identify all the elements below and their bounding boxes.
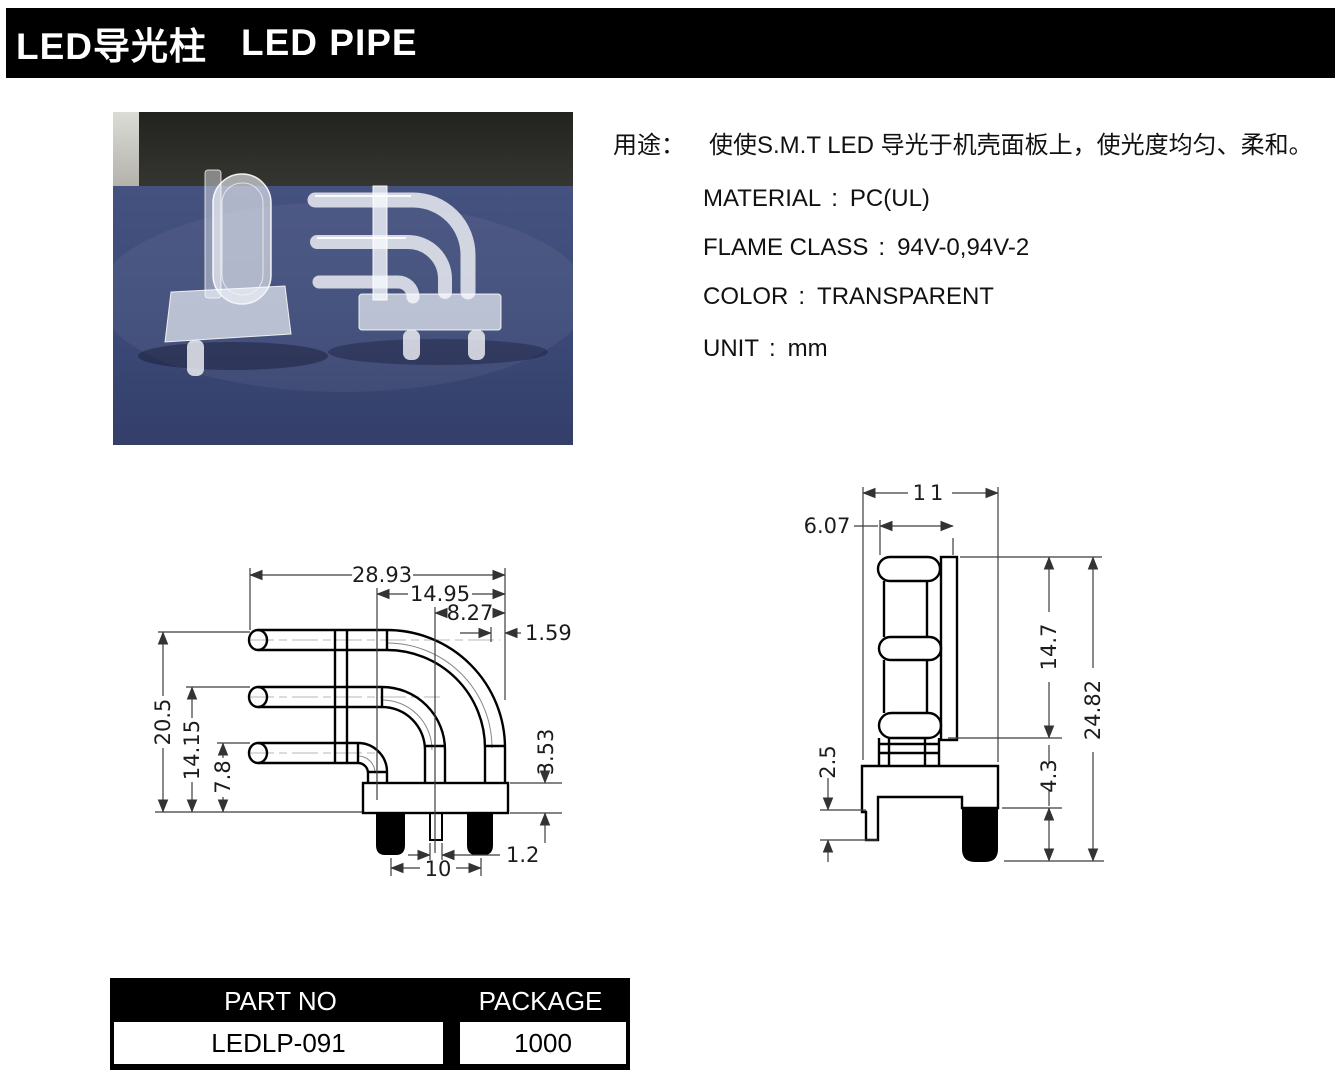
table-header-part-no: PART NO (224, 986, 337, 1016)
reflection-lines (357, 642, 493, 774)
side-view-drawing: 28.93 14.95 8.27 1.59 20.5 14.15 7.8 3.5… (151, 563, 572, 881)
front-view-dimension-lines (820, 487, 1104, 862)
dim-wall: 1.59 (525, 621, 572, 645)
part-table: PART NO PACKAGE LEDLP-091 1000 (110, 978, 630, 1070)
usage-line: 用途： 使使S.M.T LED 导光于机壳面板上，使光度均匀、柔和。 (613, 125, 1335, 160)
spec-separator: : (878, 234, 886, 261)
dim-peg-pitch: 10 (425, 857, 452, 881)
photo-shadows (138, 339, 548, 370)
spec-label: MATERIAL (703, 185, 822, 212)
spec-value: PC(UL) (849, 185, 930, 212)
dim-total-height-front: 24.82 (1081, 680, 1105, 740)
dim-lens-width: 6.07 (804, 514, 851, 538)
dim-total-height: 20.5 (151, 699, 175, 746)
spec-material: MATERIAL : PC(UL) (703, 185, 930, 213)
spec-separator: : (769, 335, 776, 362)
light-pipe-right (307, 185, 502, 360)
spec-label: COLOR (703, 283, 789, 310)
dim-height-mid: 14.15 (180, 720, 204, 780)
spec-flame-class: FLAME CLASS : 94V-0,94V-2 (703, 234, 1029, 262)
dim-height-inner: 7.8 (211, 760, 235, 793)
dim-top-width: 11 (913, 481, 948, 505)
spec-value: mm (787, 335, 828, 362)
spec-value: TRANSPARENT (817, 283, 994, 310)
front-view-geometry (860, 555, 1000, 842)
spec-color: COLOR : TRANSPARENT (703, 283, 994, 311)
side-view-dimension-labels: 28.93 14.95 8.27 1.59 20.5 14.15 7.8 3.5… (151, 563, 572, 881)
table-cell-package: 1000 (460, 1022, 626, 1064)
page-title-zh: LED导光柱 (16, 26, 207, 67)
front-view-drawing: 11 6.07 14.7 24.82 4.3 2.5 (804, 481, 1105, 862)
dim-peg-height: 4.3 (1037, 759, 1061, 792)
spec-value: 94V-0,94V-2 (897, 234, 1030, 261)
dim-body-height: 14.7 (1037, 624, 1061, 671)
spec-separator: : (831, 185, 838, 212)
usage-text: 使使S.M.T LED 导光于机壳面板上，使光度均匀、柔和。 (709, 132, 1313, 159)
mounting-pegs (376, 813, 493, 855)
side-view-geometry (247, 628, 510, 841)
light-pipe-left (164, 169, 292, 376)
table-cell-part-no: LEDLP-091 (114, 1022, 443, 1064)
product-photo (113, 112, 573, 445)
dim-leg-step: 2.5 (816, 745, 840, 778)
front-view-dimension-labels: 11 6.07 14.7 24.82 4.3 2.5 (804, 481, 1105, 793)
spec-label: UNIT (703, 335, 759, 362)
dim-pin-width: 1.2 (506, 843, 539, 867)
spec-label: FLAME CLASS (703, 234, 869, 261)
usage-label: 用途： (613, 132, 685, 159)
dim-base-height: 3.53 (534, 729, 558, 776)
spec-unit: UNIT : mm (703, 335, 828, 363)
dim-total-width: 28.93 (352, 563, 412, 587)
side-view-dimension-lines (155, 568, 562, 876)
page-title-en: LED PIPE (241, 22, 418, 63)
dim-width-inner: 8.27 (447, 601, 494, 625)
dim-width-mid: 14.95 (410, 582, 470, 606)
header-bar: LED导光柱 LED PIPE (6, 8, 1335, 78)
front-peg (962, 808, 998, 862)
table-header-package: PACKAGE (478, 986, 603, 1016)
spec-separator: : (798, 283, 806, 310)
